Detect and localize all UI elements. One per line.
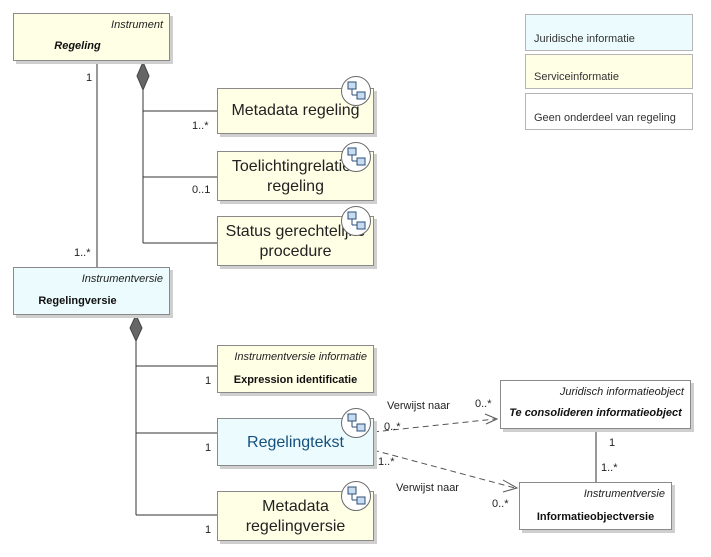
legend-note-geen: Geen onderdeel van regeling xyxy=(525,93,693,130)
class-regelingversie[interactable]: Instrumentversie Regelingversie xyxy=(13,267,170,315)
mult-iov-top: 1..* xyxy=(601,462,618,474)
mult-regelingtekst: 1 xyxy=(205,442,212,454)
arrowhead-jio xyxy=(484,413,499,425)
class-juridisch-io-stereotype: Juridisch informatieobject xyxy=(559,386,684,398)
mult-jio-end: 0..* xyxy=(475,398,492,410)
mult-iov-end: 0..* xyxy=(492,498,509,510)
component-icon xyxy=(341,76,371,106)
class-regeling[interactable]: Instrument Regeling xyxy=(13,13,170,61)
class-expression-name: Expression identificatie xyxy=(233,374,358,386)
class-regelingversie-stereotype: Instrumentversie xyxy=(81,273,163,285)
mult-regeling-1: 1 xyxy=(86,72,93,84)
class-informatieobjectversie[interactable]: Instrumentversie Informatieobjectversie xyxy=(519,482,672,530)
legend-geen-label: Geen onderdeel van regeling xyxy=(534,112,676,124)
mult-metadata-regeling: 1..* xyxy=(192,120,209,132)
component-status-gerechtelijke-procedure[interactable]: Status gerechtelijke procedure xyxy=(217,216,374,266)
component-icon xyxy=(341,481,371,511)
class-juridisch-io-name: Te consolideren informatieobject xyxy=(509,407,682,419)
legend-note-juridisch: Juridische informatie xyxy=(525,14,693,51)
class-regelingversie-name: Regelingversie xyxy=(38,295,117,307)
component-metadata-regeling-name: Metadata regeling xyxy=(231,102,360,119)
relation-verwijst-naar-2: Verwijst naar xyxy=(396,482,459,494)
dependency-regelingtekst-jio xyxy=(372,418,496,433)
class-informatieobjectversie-name: Informatieobjectversie xyxy=(536,511,655,523)
component-metadata-regelingversie[interactable]: Metadata regelingversie xyxy=(217,491,374,541)
component-icon xyxy=(341,142,371,172)
class-expression-identificatie[interactable]: Instrumentversie informatie Expression i… xyxy=(217,345,374,393)
component-icon xyxy=(341,206,371,236)
class-juridisch-informatieobject[interactable]: Juridisch informatieobject Te consolider… xyxy=(500,380,691,429)
class-informatieobjectversie-stereotype: Instrumentversie xyxy=(583,488,665,500)
component-regelingtekst-name: Regelingtekst xyxy=(247,434,344,451)
class-regeling-stereotype: Instrument xyxy=(111,19,163,31)
component-toelichtingrelaties-name: Toelichtingrelaties regeling xyxy=(231,158,360,195)
component-icon xyxy=(341,408,371,438)
legend-note-service: Serviceinformatie xyxy=(525,54,693,89)
relation-verwijst-naar-1: Verwijst naar xyxy=(387,400,450,412)
class-expression-stereotype: Instrumentversie informatie xyxy=(234,351,367,363)
mult-metadata-regelingversie: 1 xyxy=(205,524,212,536)
mult-jio-bottom: 1 xyxy=(609,437,616,449)
mult-rt-to-iov: 1..* xyxy=(378,456,395,468)
mult-regelingversie-1n: 1..* xyxy=(74,247,91,259)
dependency-regelingtekst-iov xyxy=(372,449,516,489)
legend-service-label: Serviceinformatie xyxy=(534,71,619,83)
legend-juridisch-label: Juridische informatie xyxy=(534,33,635,45)
mult-rt-to-jio: 0..* xyxy=(384,421,401,433)
component-metadata-regelingversie-name: Metadata regelingversie xyxy=(245,498,346,535)
mult-expression: 1 xyxy=(205,375,212,387)
arrowhead-iov xyxy=(502,479,519,493)
mult-toelichting: 0..1 xyxy=(192,184,211,196)
composition-diamond-regelingversie xyxy=(129,313,143,343)
class-regeling-name: Regeling xyxy=(54,40,101,52)
composition-diamond-regeling xyxy=(136,60,150,92)
component-status-name: Status gerechtelijke procedure xyxy=(225,223,366,260)
